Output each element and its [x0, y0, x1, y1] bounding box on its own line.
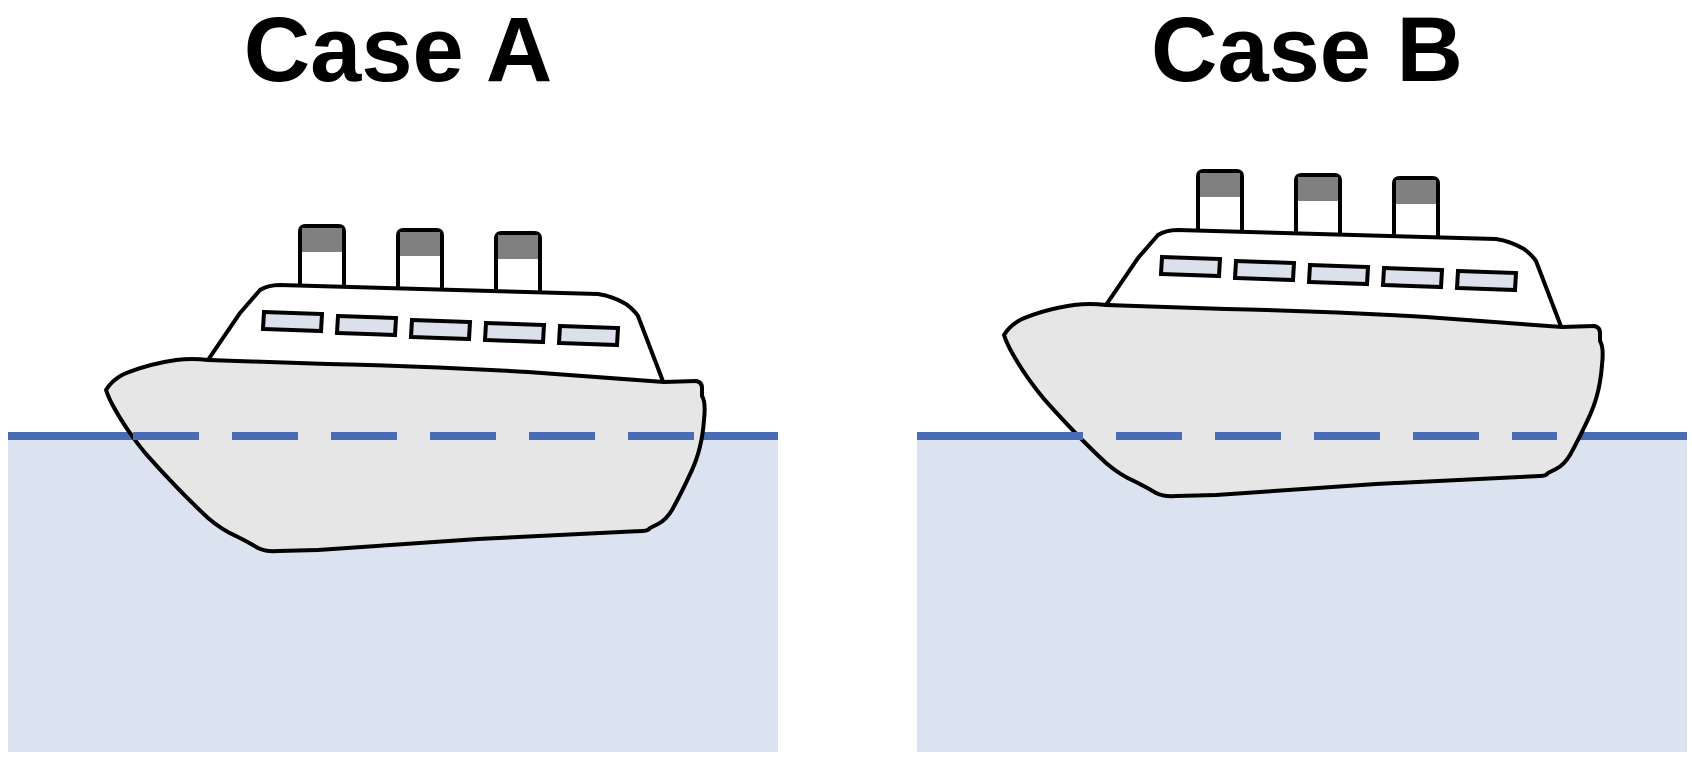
window	[482, 320, 547, 345]
case-b-title: Case B	[1151, 0, 1463, 101]
ship	[104, 224, 707, 554]
case-b-panel: Case B	[917, 0, 1692, 760]
window	[1232, 258, 1297, 283]
ship	[1002, 169, 1605, 499]
funnel-3	[1392, 176, 1440, 242]
funnel-2	[396, 228, 444, 294]
window	[556, 323, 621, 348]
window	[1306, 262, 1371, 287]
window	[1158, 254, 1223, 279]
windows	[1158, 254, 1519, 293]
case-b-scene	[917, 169, 1687, 752]
hull	[1002, 302, 1605, 499]
window	[1380, 265, 1445, 290]
case-a-panel: Case A	[8, 0, 788, 760]
window	[260, 309, 325, 334]
window	[334, 313, 399, 338]
windows	[260, 309, 621, 348]
funnel-2	[1294, 173, 1342, 239]
hull	[104, 357, 707, 554]
funnel-1	[298, 224, 346, 290]
funnel-3	[494, 231, 542, 297]
case-a-title: Case A	[243, 0, 553, 101]
window	[1454, 268, 1519, 293]
window	[408, 317, 473, 342]
case-a-scene	[8, 224, 778, 752]
funnel-1	[1196, 169, 1244, 235]
